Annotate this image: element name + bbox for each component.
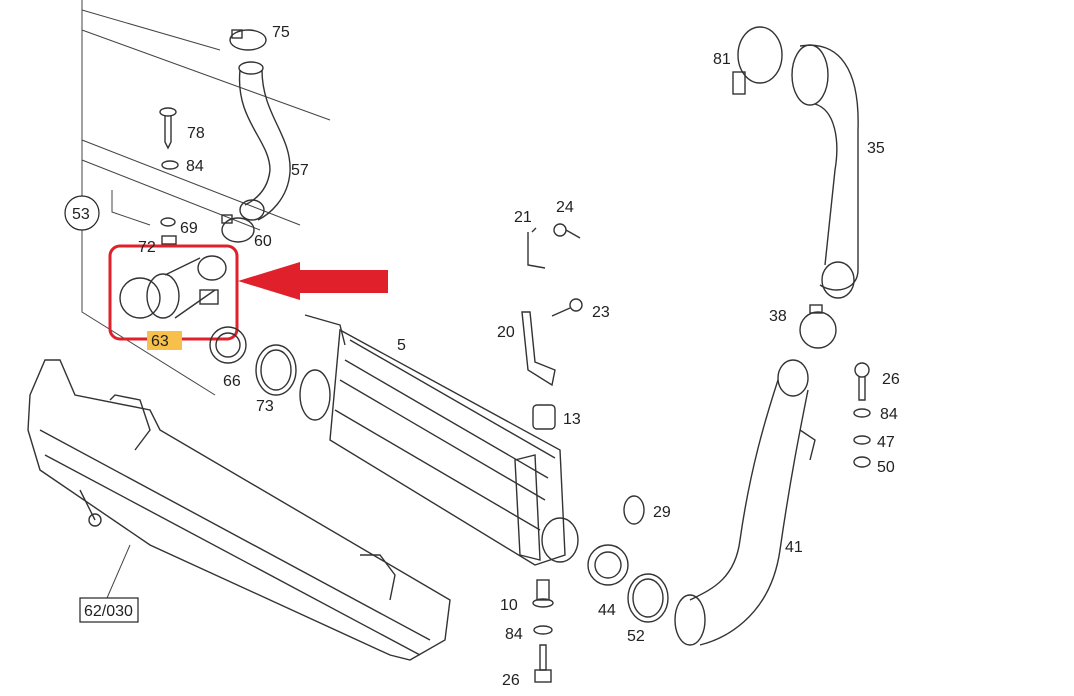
- callout-21: 21: [514, 209, 532, 226]
- pipe-63: [119, 255, 227, 319]
- screw-23: [551, 298, 583, 317]
- nut-50: [853, 456, 871, 468]
- callout-73: 73: [256, 398, 274, 415]
- callout-84-lower: 84: [505, 626, 523, 643]
- hose-41: [674, 359, 816, 646]
- callout-60: 60: [254, 233, 272, 250]
- screw-24: [553, 223, 581, 239]
- intercooler-5: [299, 314, 579, 566]
- callout-69: 69: [180, 220, 198, 237]
- callout-5: 5: [397, 337, 406, 354]
- pin-10: [532, 579, 554, 608]
- callout-44: 44: [598, 602, 616, 619]
- nut-47: [853, 435, 871, 445]
- callout-57: 57: [291, 162, 309, 179]
- callout-35: 35: [867, 140, 885, 157]
- screw-26-right: [854, 362, 870, 401]
- callout-10: 10: [500, 597, 518, 614]
- callout-20: 20: [497, 324, 515, 341]
- washer-84: [161, 160, 179, 170]
- callout-47: 47: [877, 434, 895, 451]
- callout-84-right: 84: [880, 406, 898, 423]
- callout-24: 24: [556, 199, 574, 216]
- callout-circle-53: [64, 195, 100, 231]
- callout-50: 50: [877, 459, 895, 476]
- bracket-20: [521, 311, 556, 387]
- leader-line: [106, 544, 131, 599]
- callout-26-right: 26: [882, 371, 900, 388]
- seal-73: [255, 344, 297, 396]
- bumper-crossmember: [27, 359, 451, 661]
- seal-52: [627, 573, 669, 623]
- bracket-21: [527, 227, 546, 269]
- reference-box: [79, 597, 139, 623]
- callout-84: 84: [186, 158, 204, 175]
- clamp-60: [221, 214, 255, 243]
- callout-52: 52: [627, 628, 645, 645]
- screw-26-lower: [534, 644, 552, 683]
- callout-53: 53: [72, 206, 90, 223]
- callout-63: 63: [151, 333, 169, 350]
- callout-78: 78: [187, 125, 205, 142]
- part-72: [161, 235, 177, 245]
- hose-35: [791, 44, 859, 299]
- callout-75: 75: [272, 24, 290, 41]
- grommet-29: [623, 495, 645, 525]
- callout-72: 72: [138, 239, 156, 256]
- mount-13: [532, 404, 556, 430]
- ring-66: [209, 326, 247, 364]
- panel-outline: [81, 0, 331, 396]
- callout-labels: 75 78 84 57 53 69 72 60 63 66 73 5 21 24…: [72, 24, 900, 689]
- callout-66: 66: [223, 373, 241, 390]
- highlight-label-bg: [147, 331, 182, 350]
- clamp-38: [799, 304, 837, 349]
- clamp-75: [229, 29, 267, 51]
- washer-84-right: [853, 408, 871, 418]
- callout-23: 23: [592, 304, 610, 321]
- highlight-arrow-icon: [238, 262, 388, 300]
- callout-81: 81: [713, 51, 731, 68]
- callout-13: 13: [563, 411, 581, 428]
- hose-57: [238, 61, 291, 221]
- callout-41: 41: [785, 539, 803, 556]
- ring-44: [587, 544, 629, 586]
- callout-26-lower: 26: [502, 672, 520, 689]
- reference-label: 62/030: [84, 603, 133, 620]
- nut-69: [160, 217, 176, 227]
- clamp-81: [732, 26, 783, 95]
- washer-84-lower: [533, 625, 553, 635]
- screw-78: [159, 107, 177, 150]
- callout-38: 38: [769, 308, 787, 325]
- callout-29: 29: [653, 504, 671, 521]
